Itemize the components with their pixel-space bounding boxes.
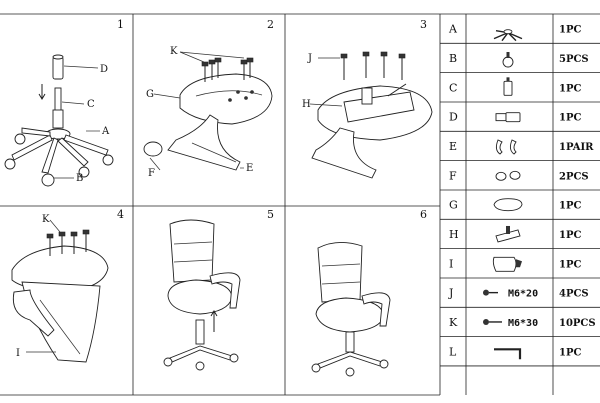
part-quantity: 10PCS <box>559 318 596 329</box>
parts-table-row: D 1PC <box>440 111 600 132</box>
allen-key-icon <box>494 348 522 360</box>
part-letter: F <box>449 169 457 182</box>
step2-illustration <box>143 51 273 171</box>
part-letter: D <box>449 111 458 124</box>
part-quantity: 1PAIR <box>559 142 594 153</box>
part-quantity: 1PC <box>559 347 581 358</box>
step-number-6: 6 <box>420 208 427 221</box>
part-letter: C <box>449 81 457 94</box>
part-letter: L <box>449 345 457 358</box>
part-quantity: 1PC <box>559 259 581 270</box>
short-bolt-icon <box>483 289 498 296</box>
part-letter: H <box>449 228 459 241</box>
step5-illustration <box>163 219 241 371</box>
label-B: B <box>76 173 83 184</box>
parts-table-row: H 1PC <box>440 225 600 250</box>
parts-table-row: L 1PC <box>440 345 600 367</box>
part-quantity: 1PC <box>559 201 581 212</box>
step-number-3: 3 <box>420 18 427 31</box>
long-bolt-icon <box>483 318 502 325</box>
parts-table-row: E 1PAIR <box>440 139 600 162</box>
label-F: F <box>148 168 155 179</box>
label-J: J <box>307 53 312 64</box>
step-number-4: 4 <box>117 208 124 221</box>
step-number-1: 1 <box>117 18 124 31</box>
bolts-K <box>201 57 254 82</box>
label-K-step4: K <box>42 214 50 225</box>
part-quantity: 4PCS <box>559 289 589 300</box>
label-E: E <box>246 163 253 174</box>
part-letter: J <box>448 287 453 300</box>
parts-table: A 1PC B 5PCS C 1PC D 1PC E 1PAIR F 2PCS G 1PC H 1PC I 1PC… <box>440 23 600 367</box>
label-I: I <box>16 348 20 359</box>
part-letter: K <box>449 316 458 329</box>
label-G: G <box>146 89 154 100</box>
step3-illustration <box>309 51 433 179</box>
parts-table-row: G 1PC <box>440 198 600 220</box>
mechanism-icon <box>495 225 521 243</box>
parts-table-row: I 1PC <box>440 256 600 279</box>
step4-illustration <box>11 219 109 363</box>
label-A: A <box>101 126 110 137</box>
parts-table-row: C 1PC <box>440 77 600 103</box>
step6-illustration <box>311 242 391 377</box>
cover-cap-icon <box>495 170 521 181</box>
caster-icon <box>502 51 514 68</box>
star-base-icon <box>493 29 523 42</box>
label-C: C <box>87 99 95 110</box>
parts-table-row: K M6*30 10PCS <box>440 316 600 338</box>
bolt-spec: M6*30 <box>508 318 538 329</box>
bolt-spec: M6*20 <box>508 289 538 300</box>
step-number-5: 5 <box>267 208 274 221</box>
part-letter: I <box>449 257 453 270</box>
step-panel-grid <box>0 13 441 396</box>
seat-icon <box>493 198 523 212</box>
part-letter: B <box>449 52 457 65</box>
part-quantity: 5PCS <box>559 54 589 65</box>
part-quantity: 1PC <box>559 113 581 124</box>
parts-table-row: F 2PCS <box>440 169 600 191</box>
lift-cover-icon <box>495 112 521 123</box>
parts-table-row: J M6*20 4PCS <box>440 287 600 308</box>
part-letter: E <box>449 140 457 153</box>
label-H: H <box>302 99 311 110</box>
part-quantity: 1PC <box>559 25 581 36</box>
step-number-2: 2 <box>267 18 274 31</box>
gas-lift-icon <box>503 77 513 96</box>
part-letter: A <box>448 23 458 36</box>
armrest-icon <box>495 139 517 155</box>
parts-table-row: B 5PCS <box>440 51 600 74</box>
part-letter: G <box>449 199 458 212</box>
parts-table-row: A 1PC <box>440 23 600 44</box>
part-quantity: 2PCS <box>559 171 589 182</box>
part-quantity: 1PC <box>559 230 581 241</box>
star-base <box>11 127 109 174</box>
backrest-icon <box>492 256 522 272</box>
label-K-step2: K <box>170 46 178 57</box>
part-quantity: 1PC <box>559 83 581 94</box>
label-D: D <box>100 64 108 75</box>
step1-illustration <box>4 54 114 187</box>
